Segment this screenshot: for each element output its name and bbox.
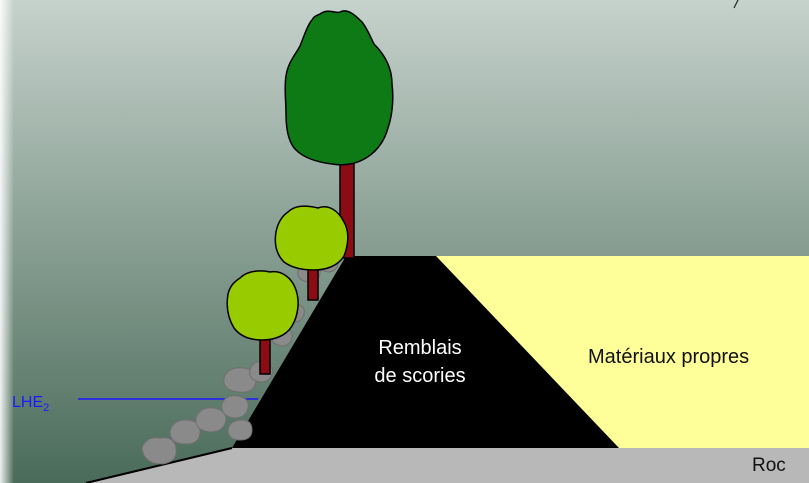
tree-foliage [284, 10, 394, 166]
rock [169, 419, 201, 445]
corner-mark [733, 0, 739, 9]
rock [221, 395, 249, 419]
water-level-label-subscript: 2 [43, 402, 50, 415]
rock [223, 367, 257, 393]
slag-fill-label-line1: Remblais [378, 337, 462, 359]
rock [141, 437, 177, 465]
rock [195, 407, 227, 433]
bedrock-label: Roc [752, 455, 786, 476]
small-tree-upper [274, 205, 349, 301]
left-edge-highlight [0, 0, 14, 483]
tree-foliage [274, 205, 349, 271]
water-level-label-text: LHE [12, 394, 44, 411]
rock [227, 419, 253, 441]
bedrock-layer [86, 448, 809, 483]
slag-fill-label-line2: de scories [374, 365, 466, 387]
bedrock-top-line [85, 447, 233, 483]
tree-foliage [226, 270, 299, 341]
large-tree [284, 10, 394, 259]
water-level-label: LHE2 [12, 394, 49, 414]
clean-materials-layer [434, 256, 809, 448]
small-tree-lower [226, 270, 299, 375]
clean-materials-label: Matériaux propres [588, 346, 750, 368]
slag-fill-layer [232, 256, 619, 448]
slag-fill-label: Remblais de scories [338, 334, 502, 390]
